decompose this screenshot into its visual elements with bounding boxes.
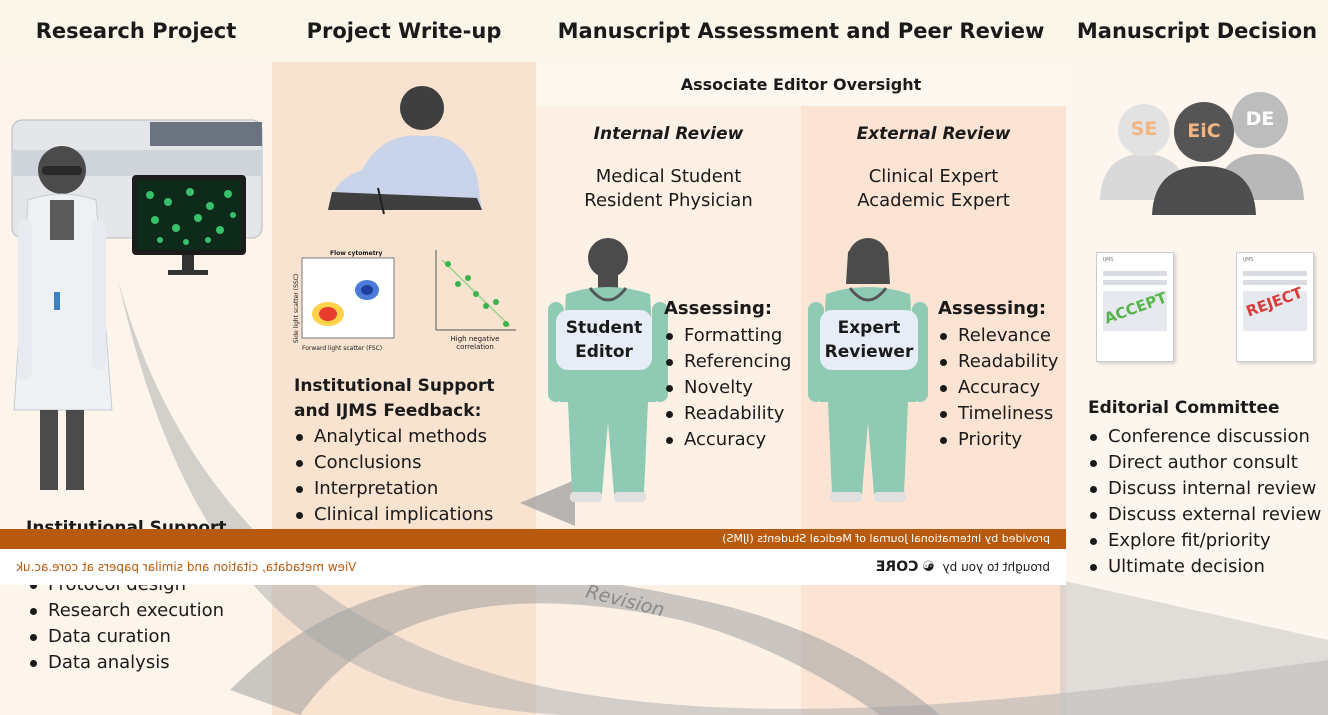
- doc-block: [1243, 291, 1307, 331]
- header-project-writeup: Project Write-up: [272, 0, 536, 62]
- list-item: Data curation: [28, 624, 268, 650]
- doc-line: [1243, 271, 1307, 276]
- doc-line: [1243, 280, 1307, 285]
- list-item: Accuracy: [664, 427, 799, 453]
- header-manuscript-assessment: Manuscript Assessment and Peer Review: [536, 0, 1066, 62]
- core-banner: provided by International Journal of Med…: [0, 529, 1066, 585]
- list-item: Conclusions: [294, 450, 534, 476]
- header-manuscript-decision: Manuscript Decision: [1066, 0, 1328, 62]
- external-assessing-items: Relevance Readability Accuracy Timelines…: [938, 323, 1063, 453]
- list-item: Direct author consult: [1088, 450, 1324, 476]
- flow-plot-ylabel: Side light scatter (SSC): [293, 273, 301, 344]
- internal-reviewer-line2: Resident Physician: [584, 190, 753, 211]
- external-reviewer-line2: Academic Expert: [857, 190, 1010, 211]
- core-orange-strip: provided by International Journal of Med…: [0, 529, 1066, 549]
- writeup-support-title: Institutional Support and IJMS Feedback:: [294, 376, 495, 421]
- student-editor-badge: Student Editor: [556, 310, 652, 370]
- editorial-committee-items: Conference discussion Direct author cons…: [1088, 424, 1324, 580]
- list-item: Discuss external review: [1088, 502, 1324, 528]
- badge-line: Expert: [837, 318, 901, 338]
- list-item: Analytical methods: [294, 424, 534, 450]
- avatar-se: SE: [1130, 118, 1158, 140]
- list-item: Referencing: [664, 349, 799, 375]
- doc-header: IJMS: [1103, 257, 1114, 263]
- core-white-strip: brought to you by ☯ CORE View metadata, …: [0, 549, 1066, 585]
- list-item: Explore fit/priority: [1088, 528, 1324, 554]
- core-logo-icon: ☯: [922, 559, 935, 575]
- reject-document: IJMS REJECT: [1236, 252, 1314, 362]
- list-item: Conference discussion: [1088, 424, 1324, 450]
- lab-scientist-illustration: [11, 119, 263, 490]
- editors-group-illustration: [1100, 92, 1304, 215]
- core-citation-link[interactable]: View metadata, citation and similar pape…: [16, 560, 357, 574]
- list-item: Timeliness: [938, 401, 1063, 427]
- list-item: Readability: [938, 349, 1063, 375]
- expert-reviewer-figure: [808, 238, 928, 502]
- list-item: Ultimate decision: [1088, 554, 1324, 580]
- list-item: Novelty: [664, 375, 799, 401]
- internal-reviewer-line1: Medical Student: [595, 166, 742, 187]
- doc-block: [1103, 291, 1167, 331]
- external-assessing-label: Assessing:: [938, 298, 1047, 319]
- internal-assessing-label: Assessing:: [664, 298, 773, 319]
- doc-line: [1103, 271, 1167, 276]
- internal-assessing-items: Formatting Referencing Novelty Readabili…: [664, 323, 799, 453]
- internal-review-title: Internal Review: [593, 124, 744, 144]
- flow-cytometry-plot: [301, 257, 395, 339]
- writing-student-illustration: [328, 86, 482, 215]
- list-item: Accuracy: [938, 375, 1063, 401]
- core-logo-text: CORE: [875, 559, 919, 575]
- student-editor-figure: [548, 238, 668, 502]
- header-research-project: Research Project: [0, 0, 272, 62]
- core-brought-by: brought to you by: [942, 560, 1050, 574]
- doc-line: [1103, 280, 1167, 285]
- list-item: Priority: [938, 427, 1063, 453]
- expert-reviewer-badge: Expert Reviewer: [820, 310, 918, 370]
- accept-document: IJMS ACCEPT: [1096, 252, 1174, 362]
- oversight-label: Associate Editor Oversight: [536, 66, 1066, 104]
- avatar-eic: EiC: [1187, 120, 1221, 142]
- correlation-label: High negative correlation: [450, 335, 500, 351]
- list-item: Interpretation: [294, 476, 534, 502]
- list-item: Data analysis: [28, 650, 268, 676]
- editorial-committee-title: Editorial Committee: [1088, 398, 1280, 418]
- list-item: Clinical implications: [294, 502, 534, 528]
- core-provided-by: provided by International Journal of Med…: [722, 532, 1050, 545]
- badge-line: Editor: [575, 342, 633, 362]
- list-item: Research execution: [28, 598, 268, 624]
- external-reviewer-line1: Clinical Expert: [868, 166, 999, 187]
- correlation-plot: [435, 250, 516, 331]
- writeup-items: Analytical methods Conclusions Interpret…: [294, 424, 534, 528]
- badge-line: Reviewer: [824, 342, 914, 362]
- core-brought-by-wrap: brought to you by ☯ CORE: [876, 559, 1050, 575]
- flow-plot-xlabel: Forward light scatter (FSC): [302, 345, 383, 352]
- badge-line: Student: [565, 318, 643, 338]
- avatar-de: DE: [1245, 108, 1275, 130]
- flow-plot-title: Flow cytometry: [330, 250, 383, 257]
- external-review-title: External Review: [856, 124, 1011, 144]
- doc-header: IJMS: [1243, 257, 1254, 263]
- list-item: Discuss internal review: [1088, 476, 1324, 502]
- research-items: Protocol design Research execution Data …: [28, 572, 268, 676]
- list-item: Relevance: [938, 323, 1063, 349]
- list-item: Formatting: [664, 323, 799, 349]
- list-item: Readability: [664, 401, 799, 427]
